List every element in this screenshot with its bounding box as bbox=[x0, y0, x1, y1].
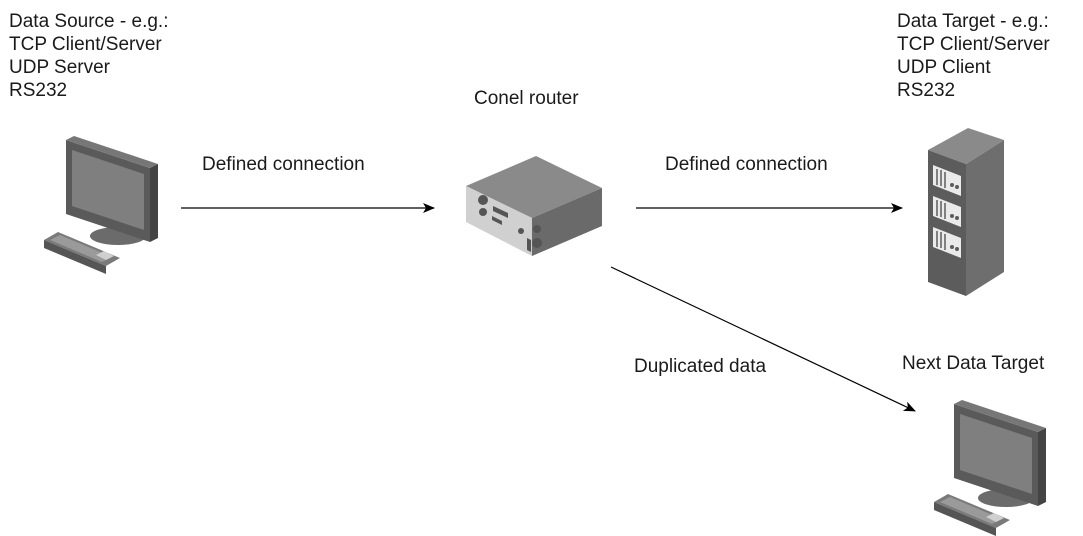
connection-label-source-router: Defined connection bbox=[202, 154, 365, 175]
server-rack-icon bbox=[928, 128, 1004, 296]
data-source-line: TCP Client/Server bbox=[9, 34, 162, 55]
desktop-computer-icon bbox=[44, 136, 158, 274]
data-source-line: Data Source - e.g.: bbox=[9, 11, 169, 32]
next-data-target-label: Next Data Target bbox=[902, 353, 1045, 374]
desktop-computer-icon bbox=[934, 400, 1046, 536]
data-target-line: TCP Client/Server bbox=[897, 34, 1050, 55]
data-source-line: RS232 bbox=[9, 80, 68, 101]
router-icon bbox=[466, 156, 602, 256]
router-label: Conel router bbox=[474, 88, 579, 109]
data-target-line: UDP Client bbox=[897, 57, 991, 78]
connection-label-router-target: Defined connection bbox=[665, 154, 828, 175]
data-target-line: RS232 bbox=[897, 80, 956, 101]
data-source-line: UDP Server bbox=[9, 57, 111, 78]
data-target-label: Data Target - e.g.: TCP Client/Server UD… bbox=[897, 10, 1050, 102]
data-source-label: Data Source - e.g.: TCP Client/Server UD… bbox=[9, 10, 168, 102]
data-target-line: Data Target - e.g.: bbox=[897, 11, 1049, 32]
arrow-router-to-next-target bbox=[610, 266, 916, 412]
connection-label-duplicated: Duplicated data bbox=[634, 356, 767, 377]
